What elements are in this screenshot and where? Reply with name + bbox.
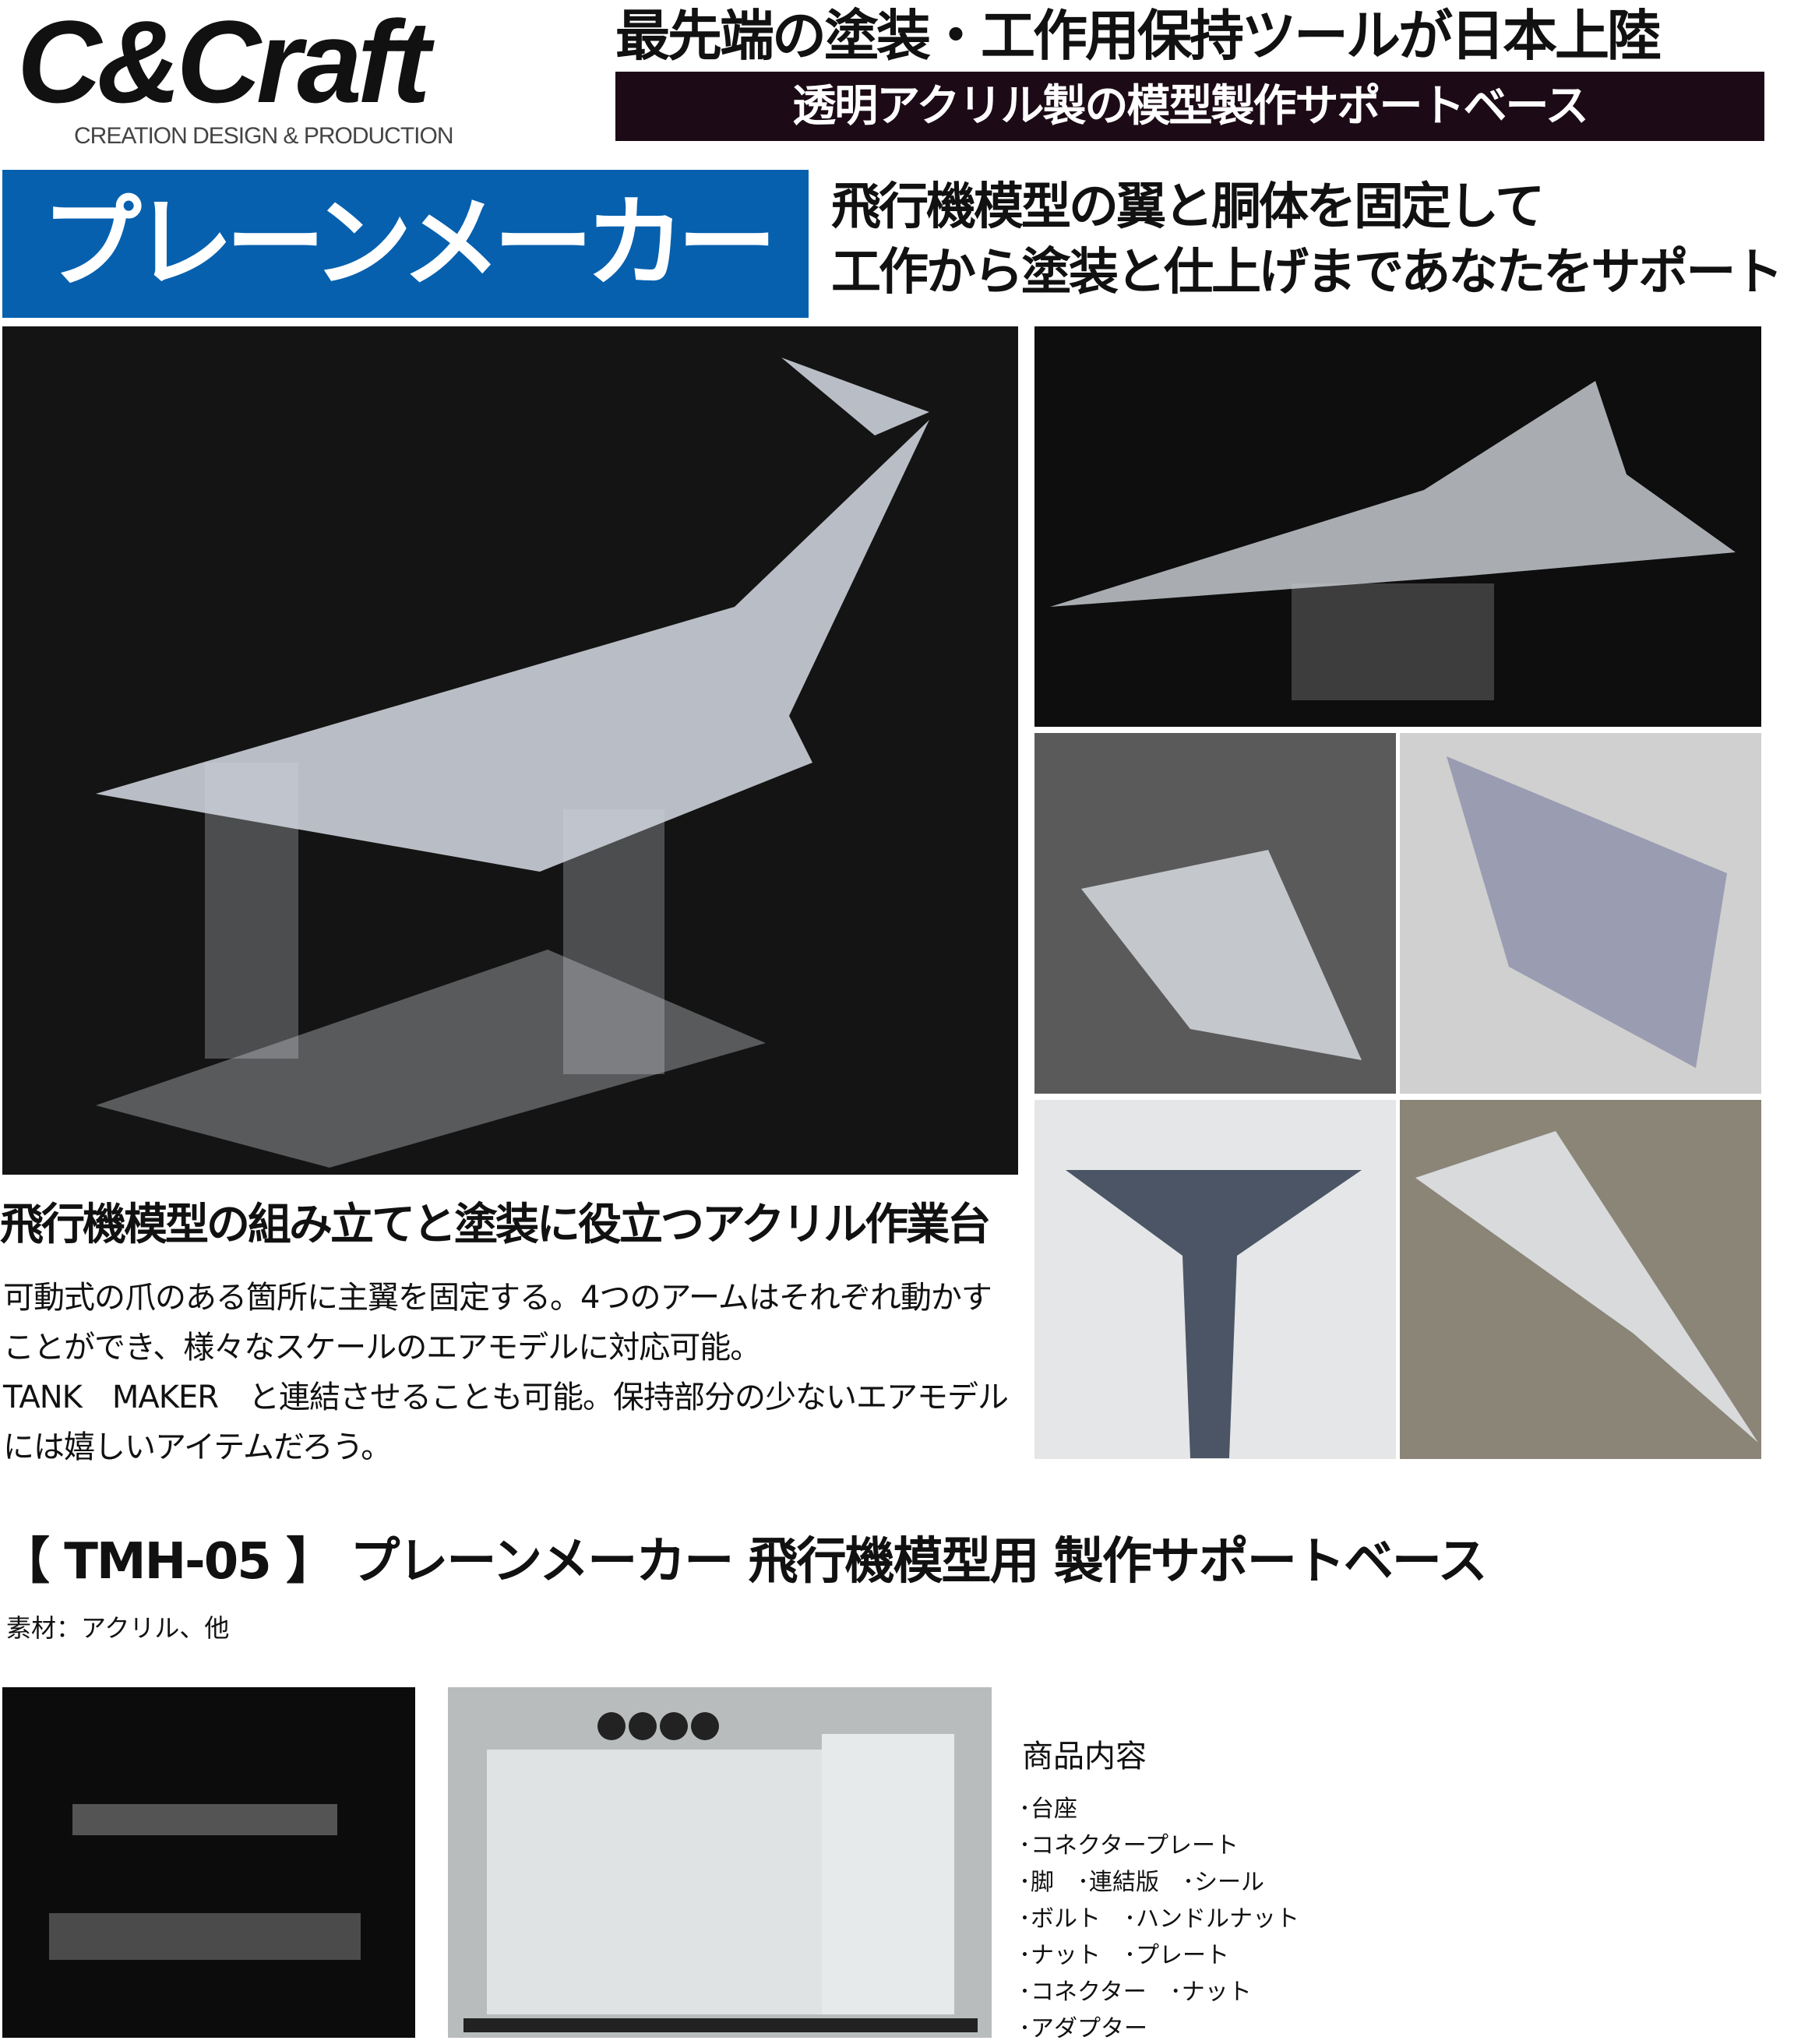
contents-item: ･ナット ･プレート [1019, 1942, 1229, 1969]
contents-title: 商品内容 [1022, 1739, 1147, 1774]
brand-tagline: CREATION DESIGN & PRODUCTION [74, 123, 453, 149]
contents-item: ･脚 ･連結版 ･シール [1019, 1869, 1264, 1896]
brand-logo: C&Craft [17, 0, 431, 127]
main-product-photo [2, 326, 1018, 1175]
tagline-line-1: 飛行機模型の翼と胴体を固定して [831, 178, 1545, 236]
kit-parts-photo [448, 1687, 992, 2038]
product-name-banner: プレーンメーカー [2, 170, 809, 318]
tagline-line-2: 工作から塗装と仕上げまであなたをサポート [831, 243, 1783, 301]
assembled-base-photo [2, 1687, 415, 2038]
description-line: ことができ、様々なスケールのエアモデルに対応可能。 [3, 1330, 761, 1366]
contents-item: ･アダプター [1019, 2015, 1147, 2042]
description-line: TANK MAKER と連結させることも可能。保持部分の少ないエアモデル [3, 1380, 1009, 1415]
dark-jet-photo [1034, 1100, 1396, 1459]
headline: 最先端の塗装・工作用保持ツールが日本上陸 [615, 4, 1662, 68]
subheadline-banner: 透明アクリル製の模型製作サポートベース [615, 72, 1764, 141]
product-title: 【 TMH-05 】 プレーンメーカー 飛行機模型用 製作サポートベース [0, 1533, 1488, 1591]
material-spec: 素材：アクリル、他 [6, 1613, 230, 1643]
section-heading: 飛行機模型の組み立てと塗装に役立つアクリル作業台 [0, 1200, 991, 1250]
wing-photo [1400, 733, 1761, 1094]
contents-item: ･コネクター ･ナット [1019, 1979, 1252, 2006]
grey-jet-photo [1400, 1100, 1761, 1459]
contents-item: ･台座 [1019, 1796, 1077, 1823]
contents-item: ･コネクタープレート [1019, 1832, 1239, 1859]
contents-item: ･ボルト ･ハンドルナット [1019, 1905, 1299, 1933]
description-line: には嬉しいアイテムだろう。 [3, 1429, 392, 1465]
f15-photo [1034, 326, 1761, 727]
painting-photo [1034, 733, 1396, 1094]
description-line: 可動式の爪のある箇所に主翼を固定する。4つのアームはそれぞれ動かす [3, 1280, 992, 1316]
